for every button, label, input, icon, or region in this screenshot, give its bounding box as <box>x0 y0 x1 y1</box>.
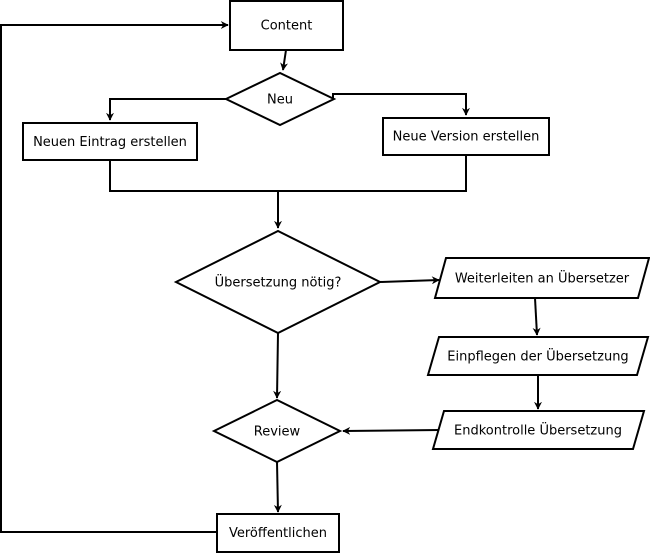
node-neuer-eintrag: Neuen Eintrag erstellen <box>22 122 198 161</box>
node-weiterleiten-label: Weiterleiten an Übersetzer <box>455 270 630 287</box>
node-uebersetzung-noetig: Übersetzung nötig? <box>173 229 383 335</box>
node-einpflegen-label: Einpflegen der Übersetzung <box>447 348 628 365</box>
node-veroeffentlichen: Veröffentlichen <box>216 513 340 553</box>
node-uebersetzung-noetig-label: Übersetzung nötig? <box>215 274 342 291</box>
edge-merge-lines <box>109 155 467 192</box>
edge-review-to-veroeffentlichen <box>273 461 282 513</box>
edge-neu-to-neuer-eintrag <box>106 98 227 121</box>
node-einpflegen: Einpflegen der Übersetzung <box>426 336 650 376</box>
edge-weiterleiten-to-einpflegen <box>532 297 541 336</box>
node-review-label: Review <box>254 425 301 440</box>
node-weiterleiten: Weiterleiten an Übersetzer <box>433 257 650 299</box>
edge-endkontrolle-to-review <box>342 426 441 435</box>
node-neuer-eintrag-label: Neuen Eintrag erstellen <box>33 135 187 150</box>
edge-veroeffentlichen-to-content <box>0 21 229 533</box>
edge-uebersetzung-to-weiterleiten <box>379 276 440 285</box>
node-neu: Neu <box>223 71 337 127</box>
node-review: Review <box>211 398 343 464</box>
node-neu-label: Neu <box>267 93 293 108</box>
node-endkontrolle: Endkontrolle Übersetzung <box>431 410 646 450</box>
edges <box>0 21 542 533</box>
node-endkontrolle-label: Endkontrolle Übersetzung <box>454 422 622 439</box>
edge-neu-to-neue-version <box>332 93 470 116</box>
node-content-label: Content <box>261 19 313 34</box>
edge-content-to-neu <box>280 49 289 71</box>
node-content: Content <box>229 0 344 51</box>
node-veroeffentlichen-label: Veröffentlichen <box>229 526 327 541</box>
edge-uebersetzung-to-review <box>273 332 282 399</box>
node-neue-version-label: Neue Version erstellen <box>393 130 540 145</box>
node-neue-version: Neue Version erstellen <box>382 117 550 156</box>
